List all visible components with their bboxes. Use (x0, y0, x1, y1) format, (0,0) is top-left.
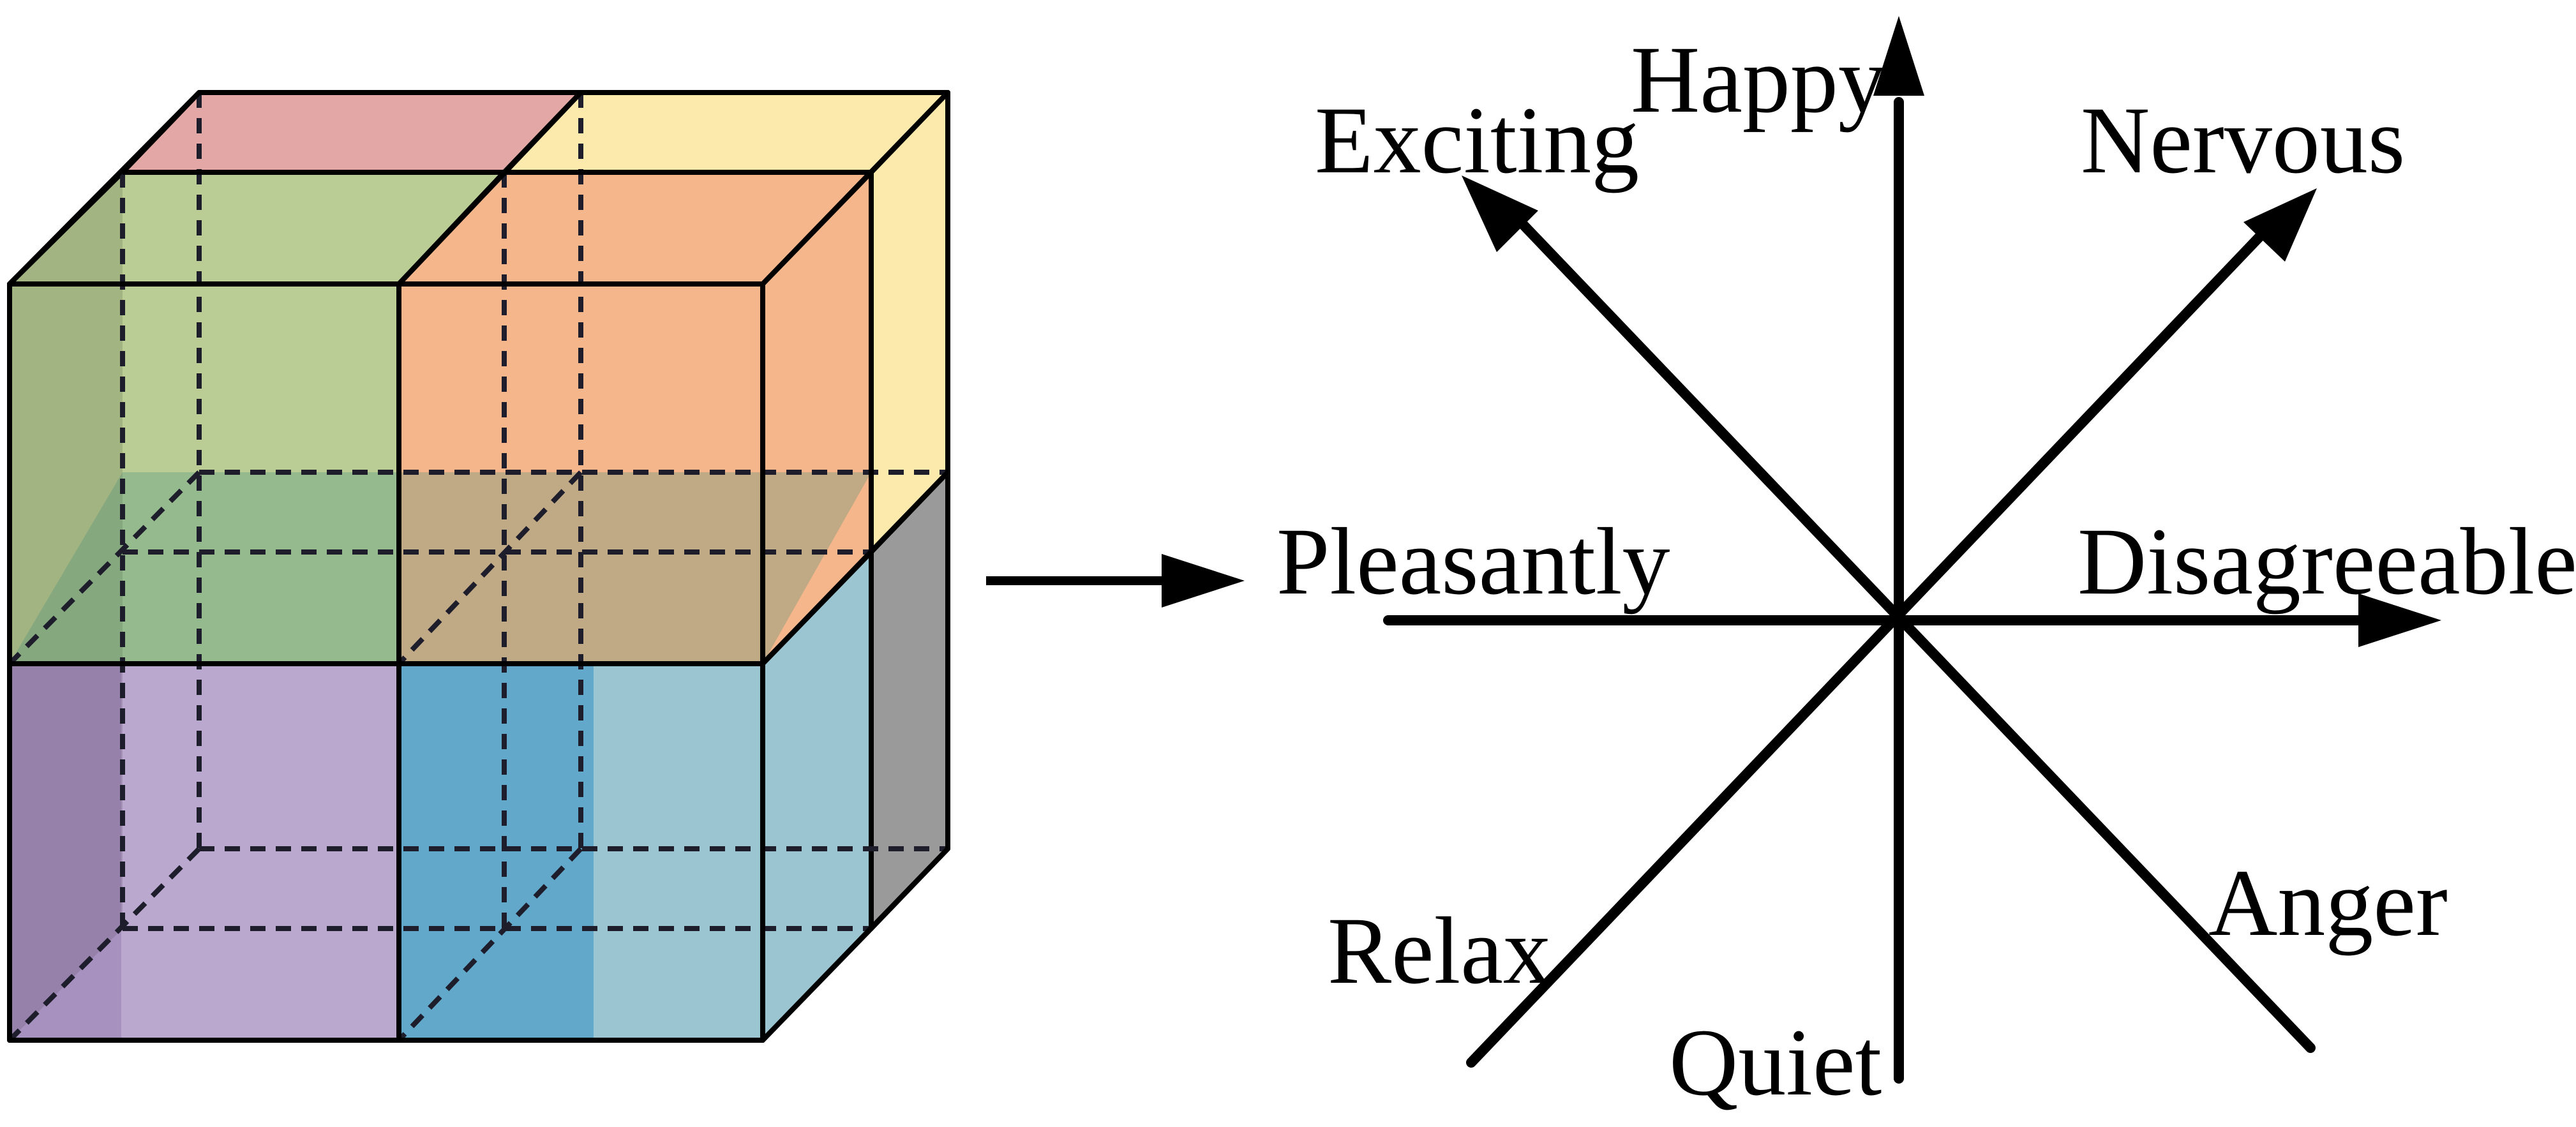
arrowhead-exciting (1462, 175, 1538, 252)
label-happy: Happy (1631, 27, 1886, 133)
label-anger: Anger (2208, 850, 2448, 956)
emotion-axes (1383, 97, 2373, 1084)
arrowhead-disagreeable (2358, 593, 2441, 647)
cube-bottom-right-overlay (399, 664, 594, 1040)
label-pleasantly: Pleasantly (1277, 509, 1670, 615)
cube-to-axes-arrow (986, 554, 1245, 608)
cube-hidden-edges (8, 93, 948, 1042)
axis-nervous-relax (1466, 215, 2280, 1068)
emotion-cube (7, 90, 950, 1043)
axis-exciting-anger (1511, 212, 2316, 1053)
emotion-labels: Happy Exciting Nervous Pleasantly Disagr… (1277, 27, 2576, 1116)
arrowhead-happy (1873, 16, 1924, 96)
cube-mid-plane (10, 472, 871, 664)
label-nervous: Nervous (2081, 87, 2405, 193)
arrowhead-nervous (2243, 188, 2317, 262)
cube-visible-edges (7, 90, 950, 1043)
label-quiet: Quiet (1669, 1010, 1882, 1116)
cube-bottom-left-overlay (10, 664, 121, 1040)
axis-arrowheads (1462, 16, 2441, 647)
label-relax: Relax (1328, 898, 1551, 1004)
label-exciting: Exciting (1315, 87, 1639, 193)
cube-top-back-left-cell (120, 90, 583, 175)
label-disagreeable: Disagreeable (2078, 509, 2576, 615)
